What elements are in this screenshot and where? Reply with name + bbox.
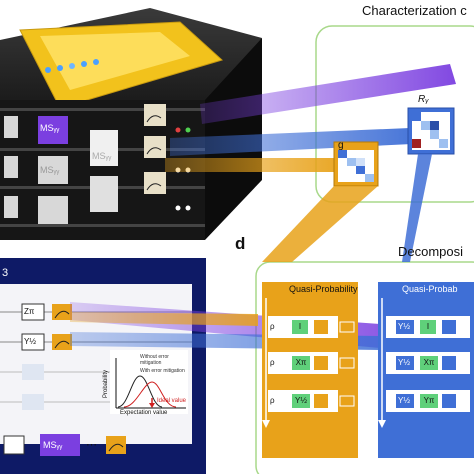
gate-right-2: Xπ (423, 358, 435, 367)
gold-beam-bottom (70, 312, 258, 326)
trapped-ion-hardware (0, 8, 262, 240)
quasi-probability-left: Quasi-Probability (289, 284, 358, 294)
panel-b-fragment: 3 (2, 267, 9, 279)
gate-left-3: Y½ (294, 396, 307, 405)
r-matrix (407, 107, 455, 155)
circuit-gate-ms: MSᵧᵧ (43, 440, 63, 450)
gate-right-prefix-3: Y½ (398, 396, 411, 405)
decomposition-title: Decomposi (398, 244, 464, 259)
panel-d-label: d (235, 234, 246, 253)
rho-2: ρ (270, 358, 275, 367)
gate-right-prefix-2: Y½ (398, 358, 411, 367)
characterization-title: Characterization c (362, 3, 467, 18)
gate-left-1: I (298, 322, 302, 331)
probability-plot (110, 350, 188, 414)
gold-beam-top (165, 158, 340, 172)
decomp-blue-column (378, 282, 474, 458)
hw-label-ms-2: MSᵧᵧ (40, 165, 60, 175)
rho-3: ρ (270, 396, 275, 405)
circuit-gate-y: Y½ (24, 337, 37, 346)
ideal-value-label: Ideal value (157, 398, 187, 404)
legend-without: Without error mitigation (140, 354, 169, 366)
gold-funnel (262, 186, 378, 262)
g-matrix (333, 141, 379, 187)
blue-beam-top (170, 128, 412, 156)
blue-funnel (402, 154, 432, 262)
gate-right-3: Yπ (423, 396, 435, 405)
gate-right-1: I (426, 322, 430, 331)
rho-1: ρ (270, 322, 275, 331)
circuit-gate-z: Zπ (24, 307, 35, 316)
plot-ylabel: Probability (103, 369, 109, 398)
circuit-ellipsis: ⋯ (86, 439, 97, 451)
gate-left-2: Xπ (295, 358, 307, 367)
r-matrix-label: Rᵧ (418, 94, 429, 105)
hw-label-ms-3: MSᵧᵧ (92, 151, 112, 161)
decomp-gold-column (262, 282, 358, 458)
purple-beam-top (200, 64, 456, 124)
gate-right-prefix-1: Y½ (398, 322, 411, 331)
hw-label-ms-1: MSᵧᵧ (40, 123, 60, 133)
g-matrix-label: g (338, 140, 344, 151)
legend-with: With error mitigation (140, 368, 185, 374)
quasi-probability-right: Quasi-Probab (402, 284, 458, 294)
plot-xlabel: Expectation value (120, 410, 168, 416)
